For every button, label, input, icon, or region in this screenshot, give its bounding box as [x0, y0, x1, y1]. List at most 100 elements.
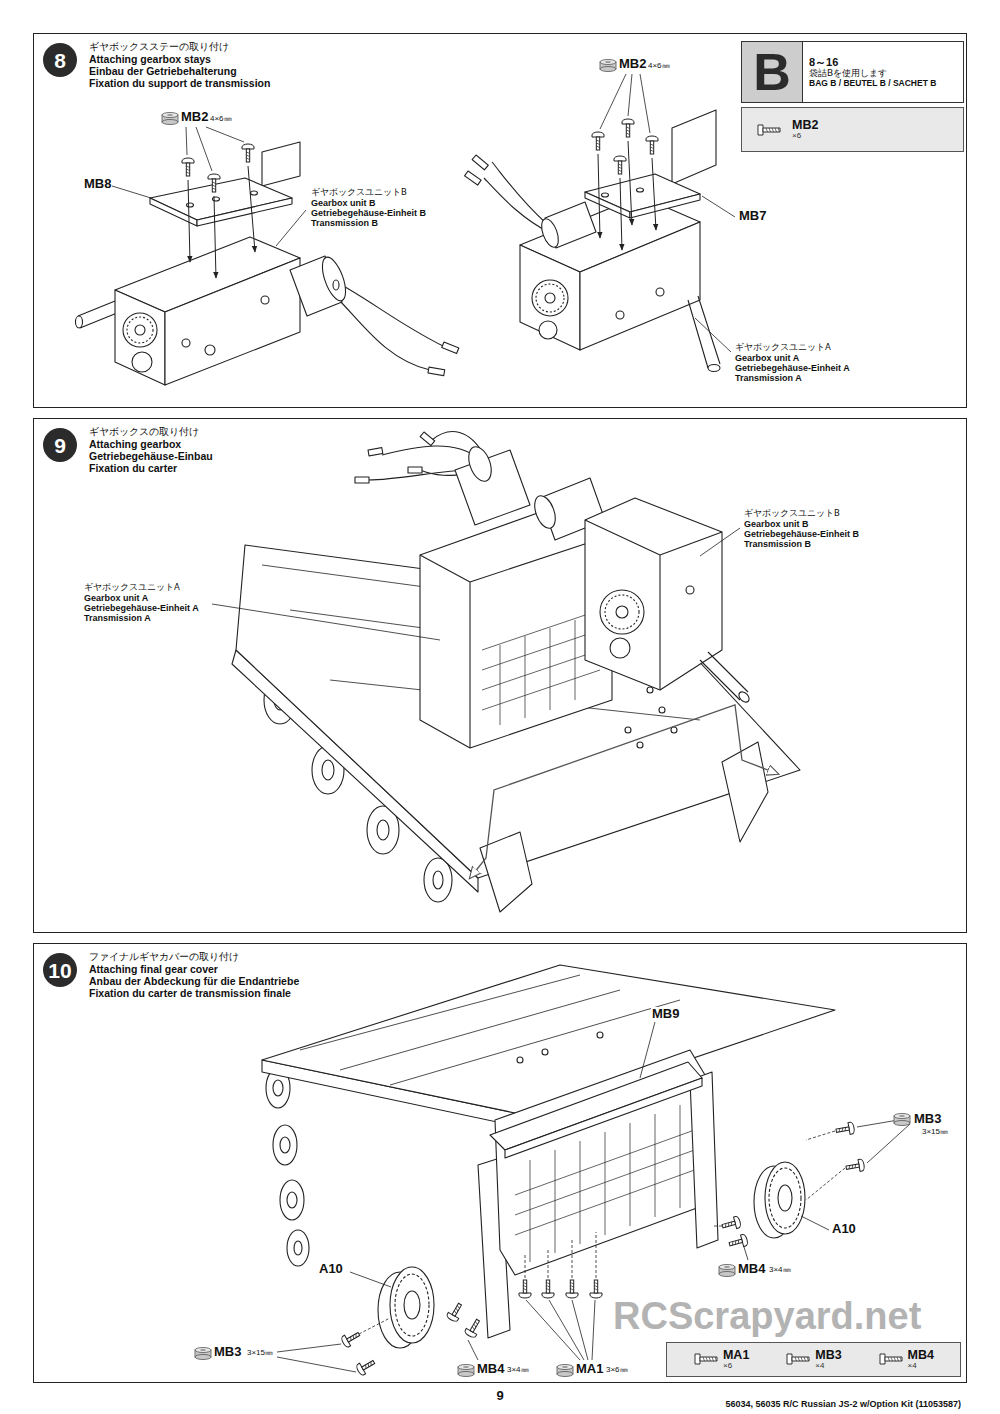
screw-icon: [693, 1352, 719, 1366]
gearbox-unit-b: [605, 595, 639, 629]
bag-icon: [719, 1265, 735, 1277]
final-gear-housing: [690, 1072, 718, 1248]
insert-line: [596, 1232, 597, 1278]
guide-arrow: [470, 705, 778, 878]
leader-line: [277, 1344, 341, 1352]
part-code: MA1: [575, 1362, 604, 1376]
gearbox-unit-b: [686, 586, 694, 594]
insert-line: [712, 1226, 722, 1227]
step-title: ギヤボックスステーの取り付け: [89, 42, 270, 53]
screw-mb2: [592, 132, 604, 150]
step-title: Getriebegehäuse-Einbau: [89, 450, 213, 462]
bag-icon: [162, 113, 178, 125]
road-wheel: [377, 820, 389, 840]
gearbox-unit-b: [333, 280, 339, 290]
parts-list-box: MA1×6MB3×4MB4×4: [666, 1342, 961, 1377]
screw-icon: [878, 1352, 904, 1366]
sprocket-a10: [404, 1291, 420, 1319]
watermark: RCScrapyard.net: [612, 1296, 922, 1338]
gearbox-unit-a: [539, 321, 557, 339]
screw-mb2: [242, 144, 254, 162]
part-code: MB7: [738, 209, 767, 223]
screw-size: 3×6㎜: [605, 1366, 629, 1375]
gearbox-unit-a: [420, 432, 435, 446]
gearbox-unit-a: [408, 467, 422, 473]
gearbox-unit-b: [737, 690, 751, 704]
screw-mb4: [721, 1216, 741, 1232]
bag-icon: [894, 1114, 910, 1126]
gearbox-unit-b: [531, 493, 560, 531]
bag-letter-box: B: [742, 42, 803, 102]
gearbox-unit-b: [182, 339, 190, 347]
chassis-plate: [625, 727, 631, 733]
step-range: 8～16: [809, 56, 936, 69]
leader-line: [640, 74, 650, 133]
insert-line: [548, 1248, 549, 1278]
part-quantity: ×4: [815, 1362, 841, 1370]
step-heading: ギヤボックスの取り付けAttaching gearboxGetriebegehä…: [89, 427, 213, 474]
road-wheel: [287, 1230, 309, 1266]
insert-arrow: [628, 141, 632, 225]
screw-mb2: [208, 174, 220, 192]
part-code: MB9: [651, 1007, 680, 1021]
gearbox-unit-b: [585, 520, 722, 690]
chassis-plate: [722, 742, 768, 842]
gearbox-unit-a: [492, 162, 548, 225]
screw-icon: [758, 125, 763, 135]
insert-arrow: [188, 166, 255, 278]
gearbox-unit-a: [420, 535, 612, 748]
part-code: A10: [831, 1222, 857, 1236]
bag-letter: B: [753, 46, 791, 98]
gearbox-unit-b: [132, 352, 152, 372]
screw-size: 3×15㎜: [246, 1349, 274, 1358]
gearbox-label: Getriebegehäuse-Einheit A: [83, 604, 200, 614]
final-gear-cover-mb9: [490, 1062, 702, 1158]
bag-icon: [458, 1365, 474, 1377]
chassis-plate: [597, 1032, 603, 1038]
leader-line: [212, 604, 440, 640]
part-group: MB3×4: [785, 1349, 841, 1371]
gearbox-unit-b: [76, 316, 83, 328]
leader-line: [112, 74, 735, 352]
gearbox-label: Gearbox unit A: [83, 594, 149, 604]
screw-icon: [766, 128, 780, 132]
gearbox-unit-b: [610, 638, 630, 658]
gearbox-unit-a: [545, 293, 555, 303]
part-code: MB4: [908, 1349, 934, 1362]
road-wheel: [287, 1192, 297, 1208]
leader-line: [186, 127, 187, 155]
gearbox-label: Getriebegehäuse-Einheit B: [743, 530, 860, 540]
kit-code: 56034, 56035 R/C Russian JS-2 w/Option K…: [724, 1400, 962, 1410]
screw-mb2: [182, 158, 194, 176]
gearbox-unit-b: [261, 296, 269, 304]
sprocket-a10: [769, 1168, 801, 1228]
bag-icon: [195, 1114, 910, 1377]
insert-arrow: [214, 196, 216, 278]
screw-mb3: [340, 1122, 865, 1376]
gearbox-unit-b: [205, 345, 215, 355]
bag-name: BAG B / BEUTEL B / SACHET B: [809, 79, 936, 89]
part-quantity: ×4: [908, 1362, 934, 1370]
page-number: 9: [495, 1389, 504, 1403]
part-column: MB3×4: [815, 1349, 841, 1371]
leader-line: [112, 186, 151, 198]
step-number: 8: [43, 43, 77, 77]
step-heading: ファイナルギヤカバーの取り付けAttaching final gear cove…: [89, 952, 299, 999]
gearbox-unit-a: [616, 311, 624, 319]
gearbox-unit-a: [355, 477, 369, 483]
leader-line: [277, 1357, 356, 1372]
gearbox-label: ギヤボックスユニットA: [83, 583, 181, 592]
part-code: MB2: [180, 110, 209, 124]
gearbox-unit-a: [532, 280, 568, 316]
step-title: Einbau der Getriebehalterung: [89, 65, 270, 77]
leader-line: [600, 74, 626, 129]
sprocket-a10: [778, 1185, 792, 1211]
step-number-text: 8: [54, 50, 66, 71]
bag-text-box: 8～16袋詰Bを使用しますBAG B / BEUTEL B / SACHET B: [803, 42, 942, 102]
gearbox-unit-a: [355, 432, 612, 748]
gearbox-unit-b: [115, 290, 165, 385]
screw-icon: [795, 1357, 809, 1361]
part-code: MA1: [723, 1349, 749, 1362]
